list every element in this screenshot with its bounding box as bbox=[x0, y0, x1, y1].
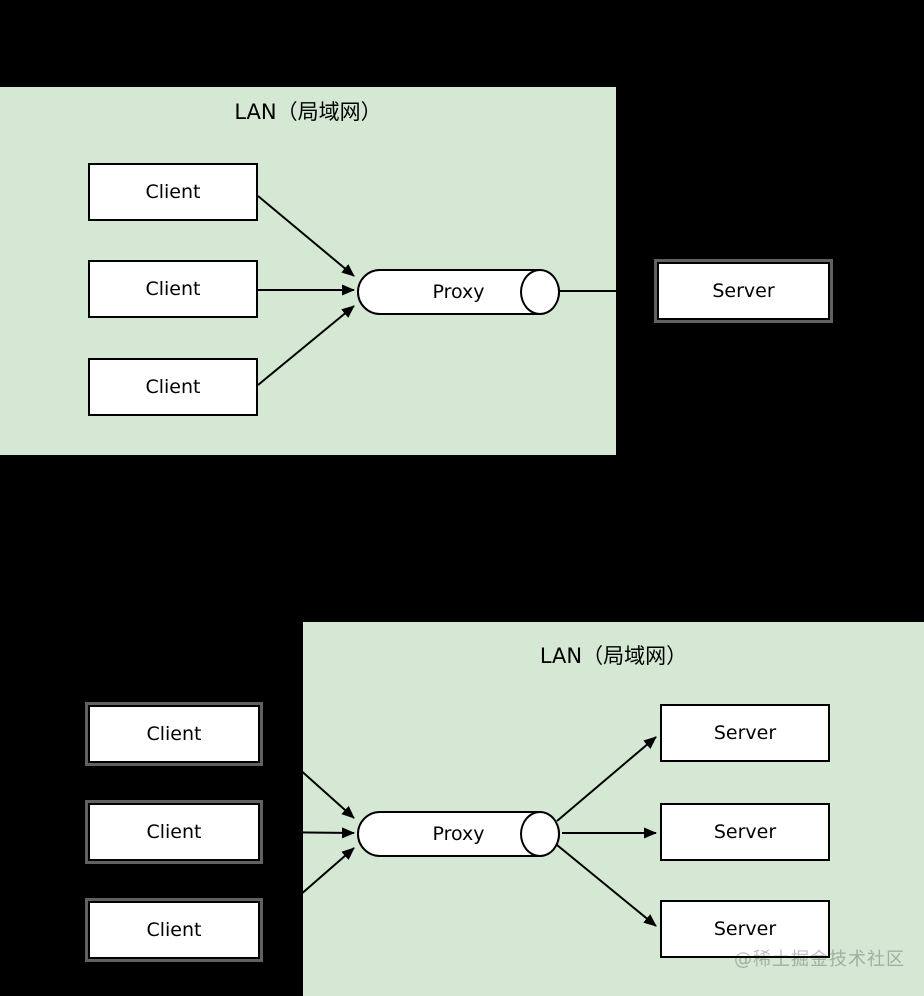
client-node: Client bbox=[88, 901, 260, 959]
client-node: Client bbox=[88, 163, 258, 221]
server-node: Server bbox=[660, 803, 830, 861]
proxy-label: Proxy bbox=[432, 281, 485, 303]
proxy-label: Proxy bbox=[432, 823, 485, 845]
arrow-client2-proxy-bottom bbox=[259, 827, 355, 839]
lan-title: LAN（局域网） bbox=[539, 644, 688, 668]
arrow-client1-proxy-top bbox=[257, 195, 355, 277]
arrow-proxy-server1-bottom bbox=[556, 736, 657, 822]
arrow-client3-proxy-top bbox=[257, 305, 355, 386]
lan-title: LAN（局域网） bbox=[234, 100, 382, 124]
server-node: Server bbox=[660, 900, 830, 958]
proxy-cylinder-cap bbox=[520, 811, 560, 857]
proxy-node: Proxy bbox=[357, 269, 560, 315]
client-node: Client bbox=[88, 705, 260, 763]
watermark: @稀土掘金技术社区 bbox=[734, 949, 905, 970]
arrow-client3-proxy-bottom bbox=[259, 847, 355, 931]
client-node: Client bbox=[88, 358, 258, 416]
server-node: Server bbox=[657, 262, 830, 320]
arrow-proxy-server3-bottom bbox=[556, 844, 657, 927]
arrow-client1-proxy-bottom bbox=[259, 733, 355, 819]
proxy-node: Proxy bbox=[357, 811, 560, 857]
client-node: Client bbox=[88, 260, 258, 318]
client-node: Client bbox=[88, 803, 260, 861]
proxy-cylinder-cap bbox=[520, 269, 560, 315]
server-node: Server bbox=[660, 704, 830, 762]
